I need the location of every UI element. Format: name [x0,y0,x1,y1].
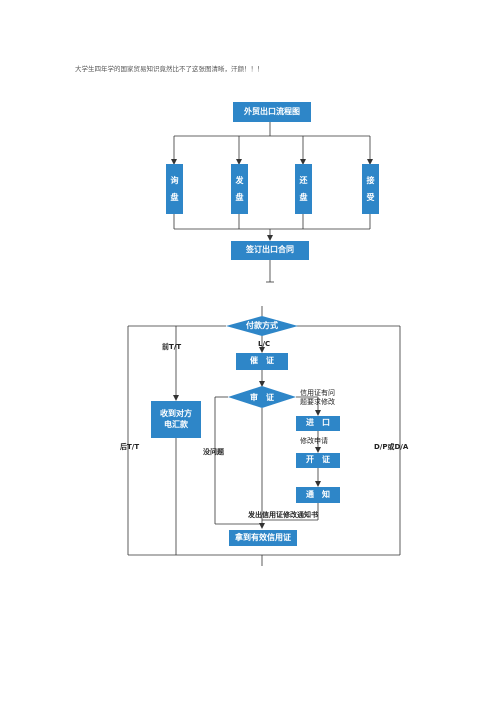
cuizheng-text: 催 证 [250,356,274,366]
shenzheng-text: 审 证 [250,393,274,402]
step-char: 受 [366,193,375,202]
contract-text: 签订出口合同 [246,245,294,255]
lc-label: L/C [258,340,271,348]
receive-text-2: 电汇款 [164,419,188,429]
open-lc-box: 开 证 [296,453,340,468]
notify-text: 通 知 [306,489,330,499]
post-tt-label: 后T/T [120,443,140,451]
step-char: 盘 [170,193,179,202]
no-problem-label: 没问题 [203,448,224,456]
title-text: 外贸出口流程图 [244,106,300,116]
review-diamond [228,386,296,408]
step-char: 发 [235,176,244,185]
dp-da-label: D/P或D/A [374,443,409,451]
valid-lc-box: 拿到有效信用证 [229,530,297,546]
notify-box: 通 知 [296,487,340,503]
step-char: 接 [366,176,375,185]
step-char: 盘 [299,193,308,202]
prepay-tt-label: 前T/T [162,343,182,351]
cuizheng-box: 催 证 [236,353,288,370]
payment-diamond [226,316,298,336]
open-lc-text: 开 证 [306,455,330,465]
step-box-offer: 发 盘 [231,164,248,214]
step-char: 询 [170,176,179,185]
contract-box: 签订出口合同 [231,241,309,260]
valid-lc-text: 拿到有效信用证 [235,532,291,542]
step-box-counter-offer: 还 盘 [295,164,312,214]
payment-method-text: 付款方式 [246,321,278,330]
step-box-acceptance: 接 受 [362,164,379,214]
lc-issue-label-1: 信用证有问 [300,389,335,397]
amend-application-label: 修改申请 [300,437,328,445]
receive-remittance-box: 收到对方 电汇款 [151,401,201,438]
lc-issue-label-2: 题要求修改 [300,398,335,406]
amend-notice-label: 发出信用证修改通知书 [248,511,318,519]
step-box-inquiry: 询 盘 [166,164,183,214]
title-box: 外贸出口流程图 [233,102,311,122]
step-char: 盘 [235,193,244,202]
header-note: 大学生四年学的国家贸易知识竟然比不了这张图清晰，汗颜！！！ [75,65,264,73]
importer-box: 进 口 [296,416,340,431]
step-char: 还 [299,176,308,185]
importer-text: 进 口 [306,418,330,428]
receive-text-1: 收到对方 [160,409,192,419]
